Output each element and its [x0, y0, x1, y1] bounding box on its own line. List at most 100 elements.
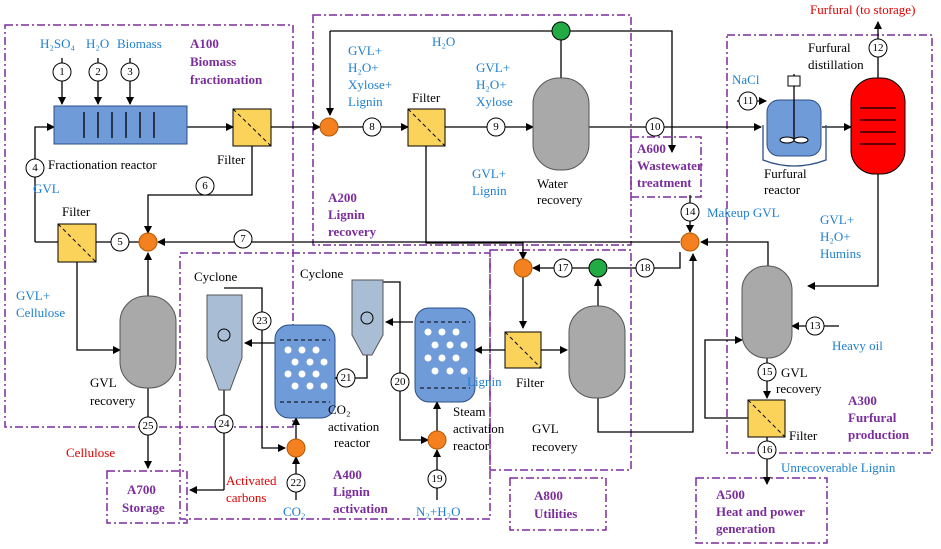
stream-number-18: 18 [635, 258, 655, 278]
label-gvl-h2o-xylose: GVL+ H₂O+ Xylose [476, 60, 513, 109]
svg-text:GVL+: GVL+ [820, 212, 854, 227]
area-box-a400 [179, 252, 491, 520]
svg-text:Xylose+: Xylose+ [348, 77, 392, 92]
label-furfural-storage: Furfural (to storage) [810, 2, 915, 17]
svg-text:recovery: recovery [90, 393, 136, 408]
svg-text:A200: A200 [328, 190, 357, 205]
svg-text:Lignin: Lignin [333, 484, 371, 499]
label-activated-carbons: Activated carbons [226, 473, 277, 505]
cyclone-left [206, 294, 243, 391]
stream-number-11: 11 [738, 91, 758, 111]
label-nacl: NaCl [732, 72, 760, 87]
gvl-recovery-vessel-right [568, 305, 626, 399]
svg-text:A600: A600 [637, 141, 666, 156]
label-water-recovery: Water recovery [537, 176, 583, 207]
svg-text:H₂O+: H₂O+ [820, 229, 851, 244]
label-gvl-h2o-humins: GVL+ H₂O+ Humins [820, 212, 861, 261]
mixer-22 [286, 438, 306, 458]
svg-text:8: 8 [369, 121, 375, 133]
svg-text:17: 17 [558, 262, 570, 274]
svg-text:15: 15 [762, 366, 774, 378]
stream-number-15: 15 [757, 362, 777, 382]
water-recovery-vessel [532, 77, 590, 171]
label-biomass: Biomass [117, 36, 162, 51]
label-h2o-feed: H₂O [86, 36, 109, 51]
stream-number-4: 4 [25, 158, 45, 178]
svg-text:reactor: reactor [334, 435, 371, 450]
pump-top [551, 21, 571, 41]
gvl-recovery-vessel-left [119, 295, 177, 389]
label-makeup-gvl: Makeup GVL [707, 205, 780, 220]
svg-text:Wastewater: Wastewater [637, 158, 703, 173]
label-filter-a200: Filter [412, 90, 441, 105]
area-label-a700: A700 Storage [122, 482, 165, 515]
svg-text:11: 11 [743, 95, 754, 107]
svg-text:A100: A100 [190, 36, 219, 51]
svg-text:7: 7 [240, 233, 246, 245]
filter-a100 [232, 108, 272, 147]
area-label-a300: A300 Furfural production [848, 393, 910, 442]
stream-number-1: 1 [52, 62, 72, 82]
label-steam-reactor: Steam activation reactor [453, 404, 505, 453]
stream-number-19: 19 [427, 469, 447, 489]
svg-text:14: 14 [685, 206, 697, 218]
label-furfural-distillation: Furfural distillation [808, 40, 864, 72]
stream-number-10: 10 [645, 117, 665, 137]
label-gvl: GVL [33, 181, 60, 196]
svg-text:activation: activation [453, 421, 505, 436]
svg-text:4: 4 [32, 162, 38, 174]
area-label-a200: A200 Lignin recovery [328, 190, 377, 239]
svg-text:23: 23 [257, 315, 269, 327]
area-box-a300 [726, 34, 933, 454]
stream-number-25: 25 [138, 416, 158, 436]
stream-number-17: 17 [553, 258, 573, 278]
label-filter-a100: Filter [217, 152, 246, 167]
svg-text:carbons: carbons [226, 490, 266, 505]
area-label-a400: A400 Lignin activation [333, 467, 389, 516]
mixer-14 [680, 232, 700, 252]
svg-text:A800: A800 [534, 488, 563, 503]
svg-text:recovery: recovery [328, 224, 377, 239]
svg-text:13: 13 [810, 320, 822, 332]
svg-text:Furfural: Furfural [808, 40, 851, 55]
svg-text:5: 5 [117, 236, 123, 248]
svg-text:Cellulose: Cellulose [16, 305, 65, 320]
stream-number-9: 9 [486, 117, 506, 137]
svg-text:A500: A500 [716, 487, 745, 502]
mixer-8 [319, 117, 339, 137]
label-gvl-recovery-left: GVL recovery [90, 375, 136, 408]
fractionation-reactor [53, 105, 188, 145]
svg-text:Furfural: Furfural [764, 166, 807, 181]
label-fractionation-reactor: Fractionation reactor [48, 157, 157, 172]
svg-text:20: 20 [395, 376, 407, 388]
svg-text:10: 10 [650, 121, 662, 133]
stream-number-3: 3 [120, 62, 140, 82]
svg-text:6: 6 [202, 180, 208, 192]
svg-text:distillation: distillation [808, 57, 864, 72]
stream-number-21: 21 [336, 368, 356, 388]
svg-text:Water: Water [537, 176, 568, 191]
svg-text:Lignin: Lignin [472, 183, 507, 198]
svg-text:A400: A400 [333, 467, 362, 482]
label-furfural-reactor: Furfural reactor [764, 166, 807, 197]
svg-text:GVL: GVL [90, 375, 117, 390]
svg-text:GVL+: GVL+ [16, 288, 50, 303]
area-box-a600 [630, 136, 702, 198]
label-gvl-cellulose: GVL+ Cellulose [16, 288, 65, 320]
svg-text:21: 21 [341, 372, 352, 384]
svg-text:activation: activation [333, 501, 389, 516]
label-filter-a300: Filter [789, 428, 818, 443]
label-co2-reactor: CO₂ activation reactor [328, 402, 380, 450]
svg-text:CO₂: CO₂ [328, 402, 351, 417]
svg-text:recovery: recovery [537, 192, 583, 207]
stream-number-22: 22 [286, 473, 306, 493]
svg-text:Furfural: Furfural [848, 410, 897, 425]
svg-text:GVL: GVL [781, 365, 808, 380]
svg-text:24: 24 [219, 418, 231, 430]
area-box-a500 [695, 477, 828, 544]
svg-text:Storage: Storage [122, 500, 165, 515]
svg-text:19: 19 [432, 473, 444, 485]
steam-activation-reactor [414, 307, 476, 403]
stream-number-8: 8 [362, 117, 382, 137]
